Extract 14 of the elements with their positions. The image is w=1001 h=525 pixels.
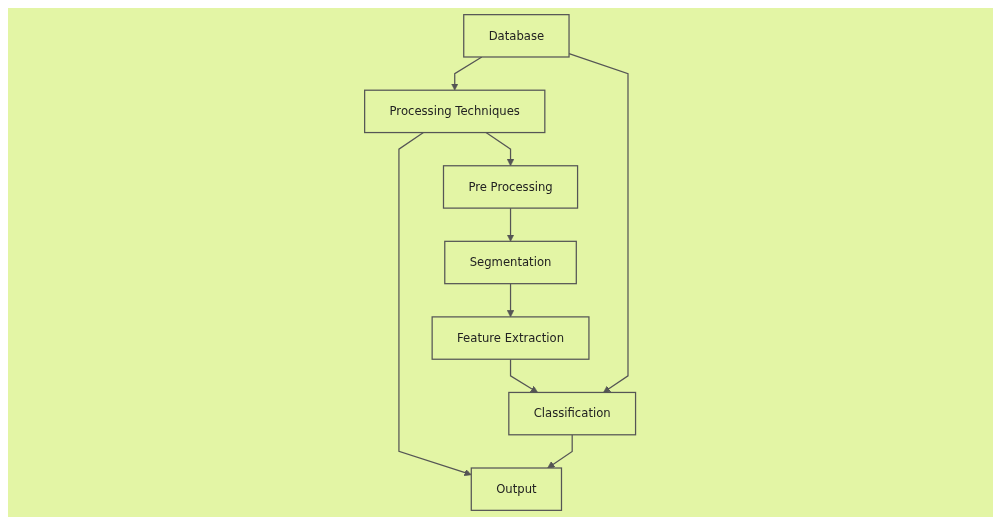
arrow xyxy=(507,283,515,318)
arrow xyxy=(510,358,539,393)
arrow xyxy=(398,131,472,477)
arrow xyxy=(485,131,515,167)
node-box: Classification xyxy=(508,391,637,436)
node-box: Pre Processing xyxy=(443,165,579,209)
node-box: Segmentation xyxy=(444,240,578,285)
arrow xyxy=(451,56,483,91)
arrow xyxy=(507,207,515,242)
node-box: Output xyxy=(471,467,563,511)
node-box: Processing Techniques xyxy=(364,89,546,134)
arrow xyxy=(547,434,574,469)
node-box: Feature Extraction xyxy=(431,316,590,360)
node-box: Database xyxy=(463,14,571,58)
